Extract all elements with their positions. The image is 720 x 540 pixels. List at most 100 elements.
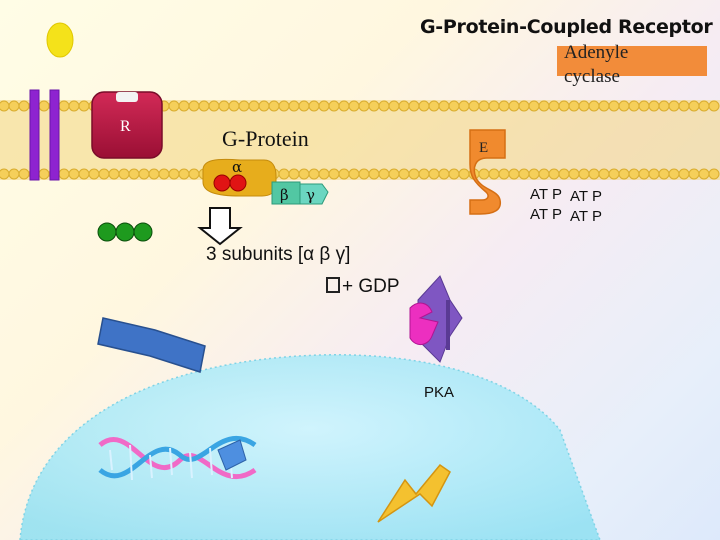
lipid-head: [658, 168, 670, 180]
enzyme-label: E: [479, 140, 489, 156]
receptor-label: R: [120, 118, 131, 135]
lipid-head: [188, 168, 200, 180]
lipid-head: [208, 100, 220, 112]
lipid-head: [448, 168, 460, 180]
lipid-head: [558, 100, 570, 112]
lipid-head: [638, 168, 650, 180]
lipid-head: [298, 100, 310, 112]
lipid-head: [158, 168, 170, 180]
signal-protein: [97, 317, 206, 373]
lipid-head: [318, 100, 330, 112]
lipid-head: [398, 100, 410, 112]
lipid-head: [698, 100, 710, 112]
lipid-head: [238, 100, 250, 112]
gamma-label: γ: [306, 186, 315, 204]
lipid-head: [248, 100, 260, 112]
lipid-head: [408, 168, 420, 180]
lipid-head: [278, 168, 290, 180]
lipid-head: [0, 168, 10, 180]
atp-label: AT P: [570, 188, 602, 205]
lipid-head: [528, 100, 540, 112]
lipid-head: [418, 168, 430, 180]
lipid-head: [308, 168, 320, 180]
atp-label: AT P: [530, 186, 562, 203]
beta-label: β: [280, 186, 289, 204]
lipid-head: [578, 168, 590, 180]
lipid-head: [648, 100, 660, 112]
lipid-head: [348, 168, 360, 180]
lipid-head: [698, 168, 710, 180]
gdp-line: + GDP: [326, 276, 400, 298]
lipid-head: [328, 100, 340, 112]
lipid-head: [88, 168, 100, 180]
lipid-head: [98, 168, 110, 180]
gdp-text: + GDP: [342, 276, 400, 297]
dna-helix: [98, 435, 257, 481]
lipid-head: [588, 100, 600, 112]
lipid-head: [368, 100, 380, 112]
lipid-head: [508, 100, 520, 112]
lipid-head: [288, 168, 300, 180]
lipid-head: [228, 100, 240, 112]
lipid-head: [308, 100, 320, 112]
pka-protein: [409, 275, 463, 363]
lipid-head: [678, 100, 690, 112]
lipid-head: [398, 168, 410, 180]
adenylyl-cyclase-label-box: [557, 46, 707, 76]
lipid-head: [18, 168, 30, 180]
lipid-head: [488, 100, 500, 112]
adenylyl-cyclase-label: Adenyle cyclase: [564, 42, 629, 87]
lipid-head: [8, 100, 20, 112]
lipid-head: [588, 168, 600, 180]
lipid-head: [608, 100, 620, 112]
lipid-head: [68, 100, 80, 112]
lipid-head: [318, 168, 330, 180]
lipid-head: [348, 100, 360, 112]
lipid-head: [428, 100, 440, 112]
lipid-head: [178, 168, 190, 180]
lipid-head: [568, 100, 580, 112]
lipid-head: [428, 168, 440, 180]
lipid-head: [78, 168, 90, 180]
lipid-head: [598, 168, 610, 180]
lipid-head: [268, 100, 280, 112]
atp-label: AT P: [570, 208, 602, 225]
lipid-head: [478, 168, 490, 180]
lipid-head: [358, 100, 370, 112]
lipid-head: [338, 168, 350, 180]
lipid-head: [388, 100, 400, 112]
gprotein-label: G-Protein: [222, 126, 309, 151]
lipid-head: [488, 168, 500, 180]
lipid-head: [688, 168, 700, 180]
lipid-head: [598, 100, 610, 112]
lightning-bolt: [377, 463, 451, 523]
lipid-head: [628, 168, 640, 180]
lipid-head: [148, 168, 160, 180]
lipid-head: [418, 100, 430, 112]
lipid-head: [328, 168, 340, 180]
gdp-box-icon: [326, 277, 340, 293]
lipid-head: [128, 168, 140, 180]
lipid-head: [538, 168, 550, 180]
lipid-head: [648, 168, 660, 180]
lipid-head: [578, 100, 590, 112]
lipid-head: [358, 168, 370, 180]
lipid-head: [558, 168, 570, 180]
gprotein-complex: [202, 158, 277, 197]
lipid-head: [528, 168, 540, 180]
atp-label: AT P: [530, 206, 562, 223]
lipid-head: [408, 100, 420, 112]
lipid-head: [468, 100, 480, 112]
subunits-text: 3 subunits [α β γ]: [206, 244, 351, 265]
ligand: [46, 22, 74, 58]
lipid-head: [108, 168, 120, 180]
lipid-head: [168, 100, 180, 112]
lipid-head: [548, 168, 560, 180]
lipid-head: [378, 168, 390, 180]
lipid-head: [368, 168, 380, 180]
lipid-head: [668, 100, 680, 112]
green-beads: [97, 222, 153, 242]
lipid-head: [68, 168, 80, 180]
lipid-head: [518, 168, 530, 180]
lipid-head: [568, 168, 580, 180]
